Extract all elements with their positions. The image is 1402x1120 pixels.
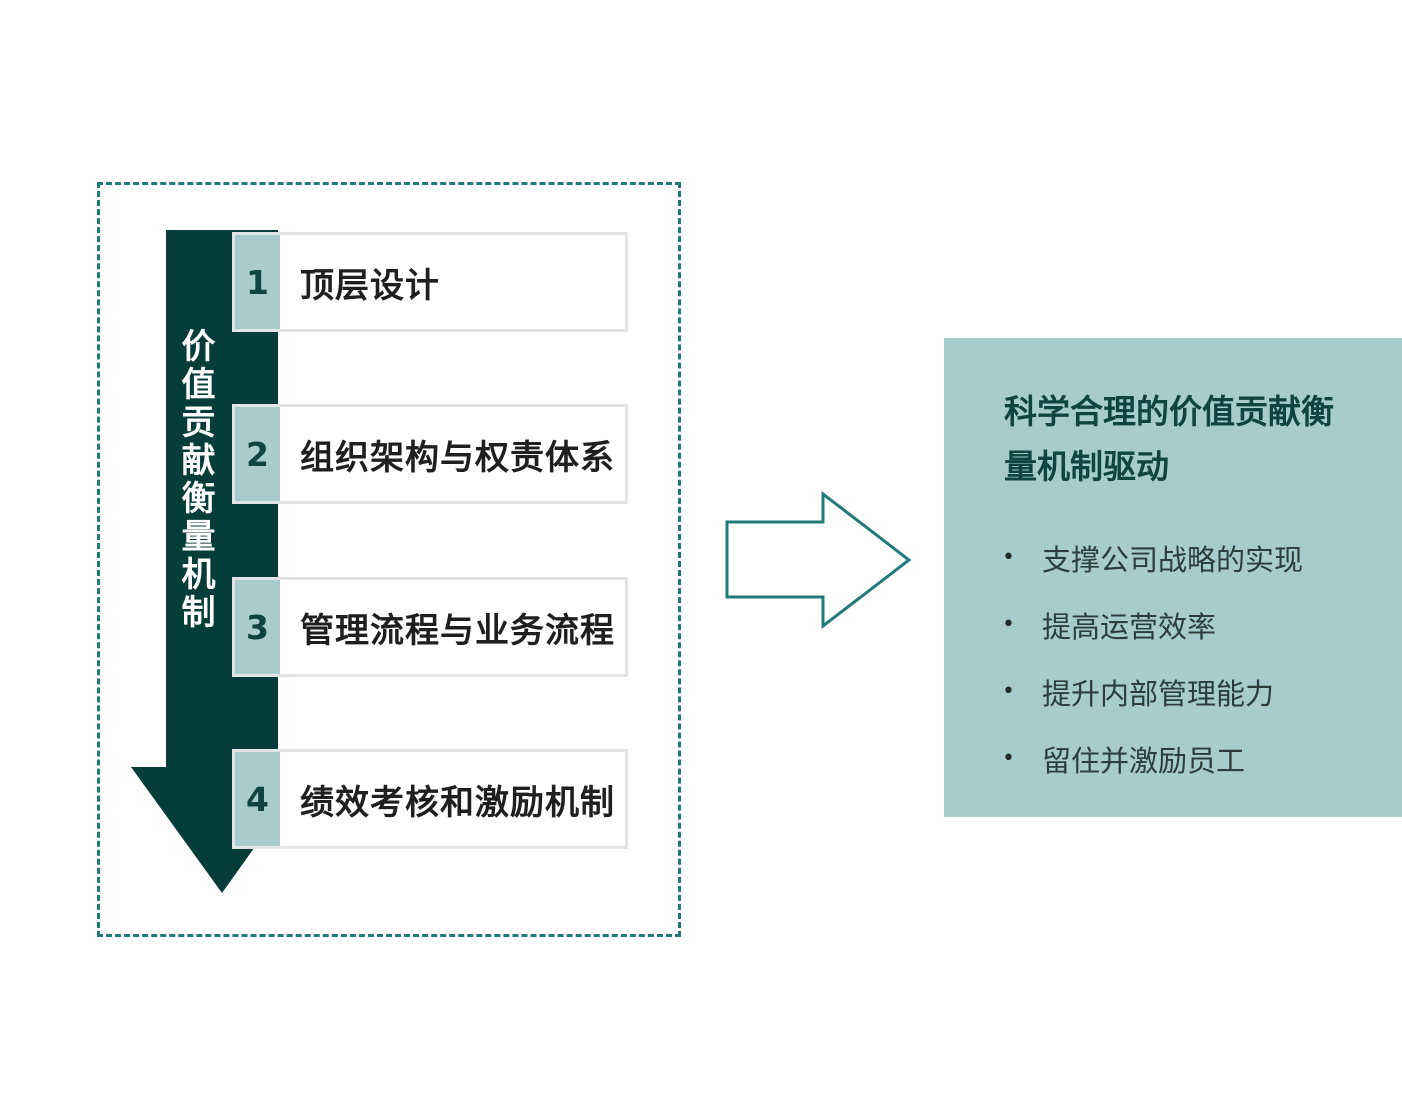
bullet-icon: • — [1002, 545, 1015, 570]
vertical-label: 价值贡献衡量机制 — [175, 328, 215, 632]
result-title: 科学合理的价值贡献衡量机制驱动 — [1004, 392, 1334, 486]
list-item-text: 支撑公司战略的实现 — [1042, 542, 1304, 577]
step-label: 顶层设计 — [300, 265, 440, 306]
list-item-text: 留住并激励员工 — [1042, 743, 1246, 778]
step-number: 2 — [235, 407, 283, 501]
list-item-text: 提升内部管理能力 — [1042, 676, 1275, 711]
list-item-text: 提高运营效率 — [1042, 609, 1217, 644]
result-panel: 科学合理的价值贡献衡量机制驱动 • 支撑公司战略的实现 • 提高运营效率 • 提… — [944, 338, 1402, 817]
down-arrow-shape — [131, 230, 312, 893]
list-item: • 支撑公司战略的实现 — [1002, 524, 1303, 591]
step-number: 1 — [235, 235, 283, 329]
step-number: 4 — [235, 752, 283, 846]
bullet-icon: • — [1002, 679, 1015, 704]
bullet-icon: • — [1002, 612, 1015, 637]
step-3: 3 管理流程与业务流程 — [232, 577, 628, 677]
list-item: • 提升内部管理能力 — [1002, 658, 1303, 725]
step-4: 4 绩效考核和激励机制 — [232, 749, 628, 849]
step-label: 绩效考核和激励机制 — [300, 782, 615, 823]
step-number: 3 — [235, 580, 283, 674]
step-label: 组织架构与权责体系 — [300, 437, 615, 478]
mechanism-frame — [97, 182, 681, 937]
step-label: 管理流程与业务流程 — [300, 610, 615, 651]
step-1: 1 顶层设计 — [232, 232, 628, 332]
right-arrow-shape — [725, 490, 912, 630]
list-item: • 留住并激励员工 — [1002, 725, 1303, 792]
list-item: • 提高运营效率 — [1002, 591, 1303, 658]
bullet-icon: • — [1002, 746, 1015, 771]
step-2: 2 组织架构与权责体系 — [232, 404, 628, 504]
result-list: • 支撑公司战略的实现 • 提高运营效率 • 提升内部管理能力 • 留住并激励员… — [1002, 524, 1303, 792]
